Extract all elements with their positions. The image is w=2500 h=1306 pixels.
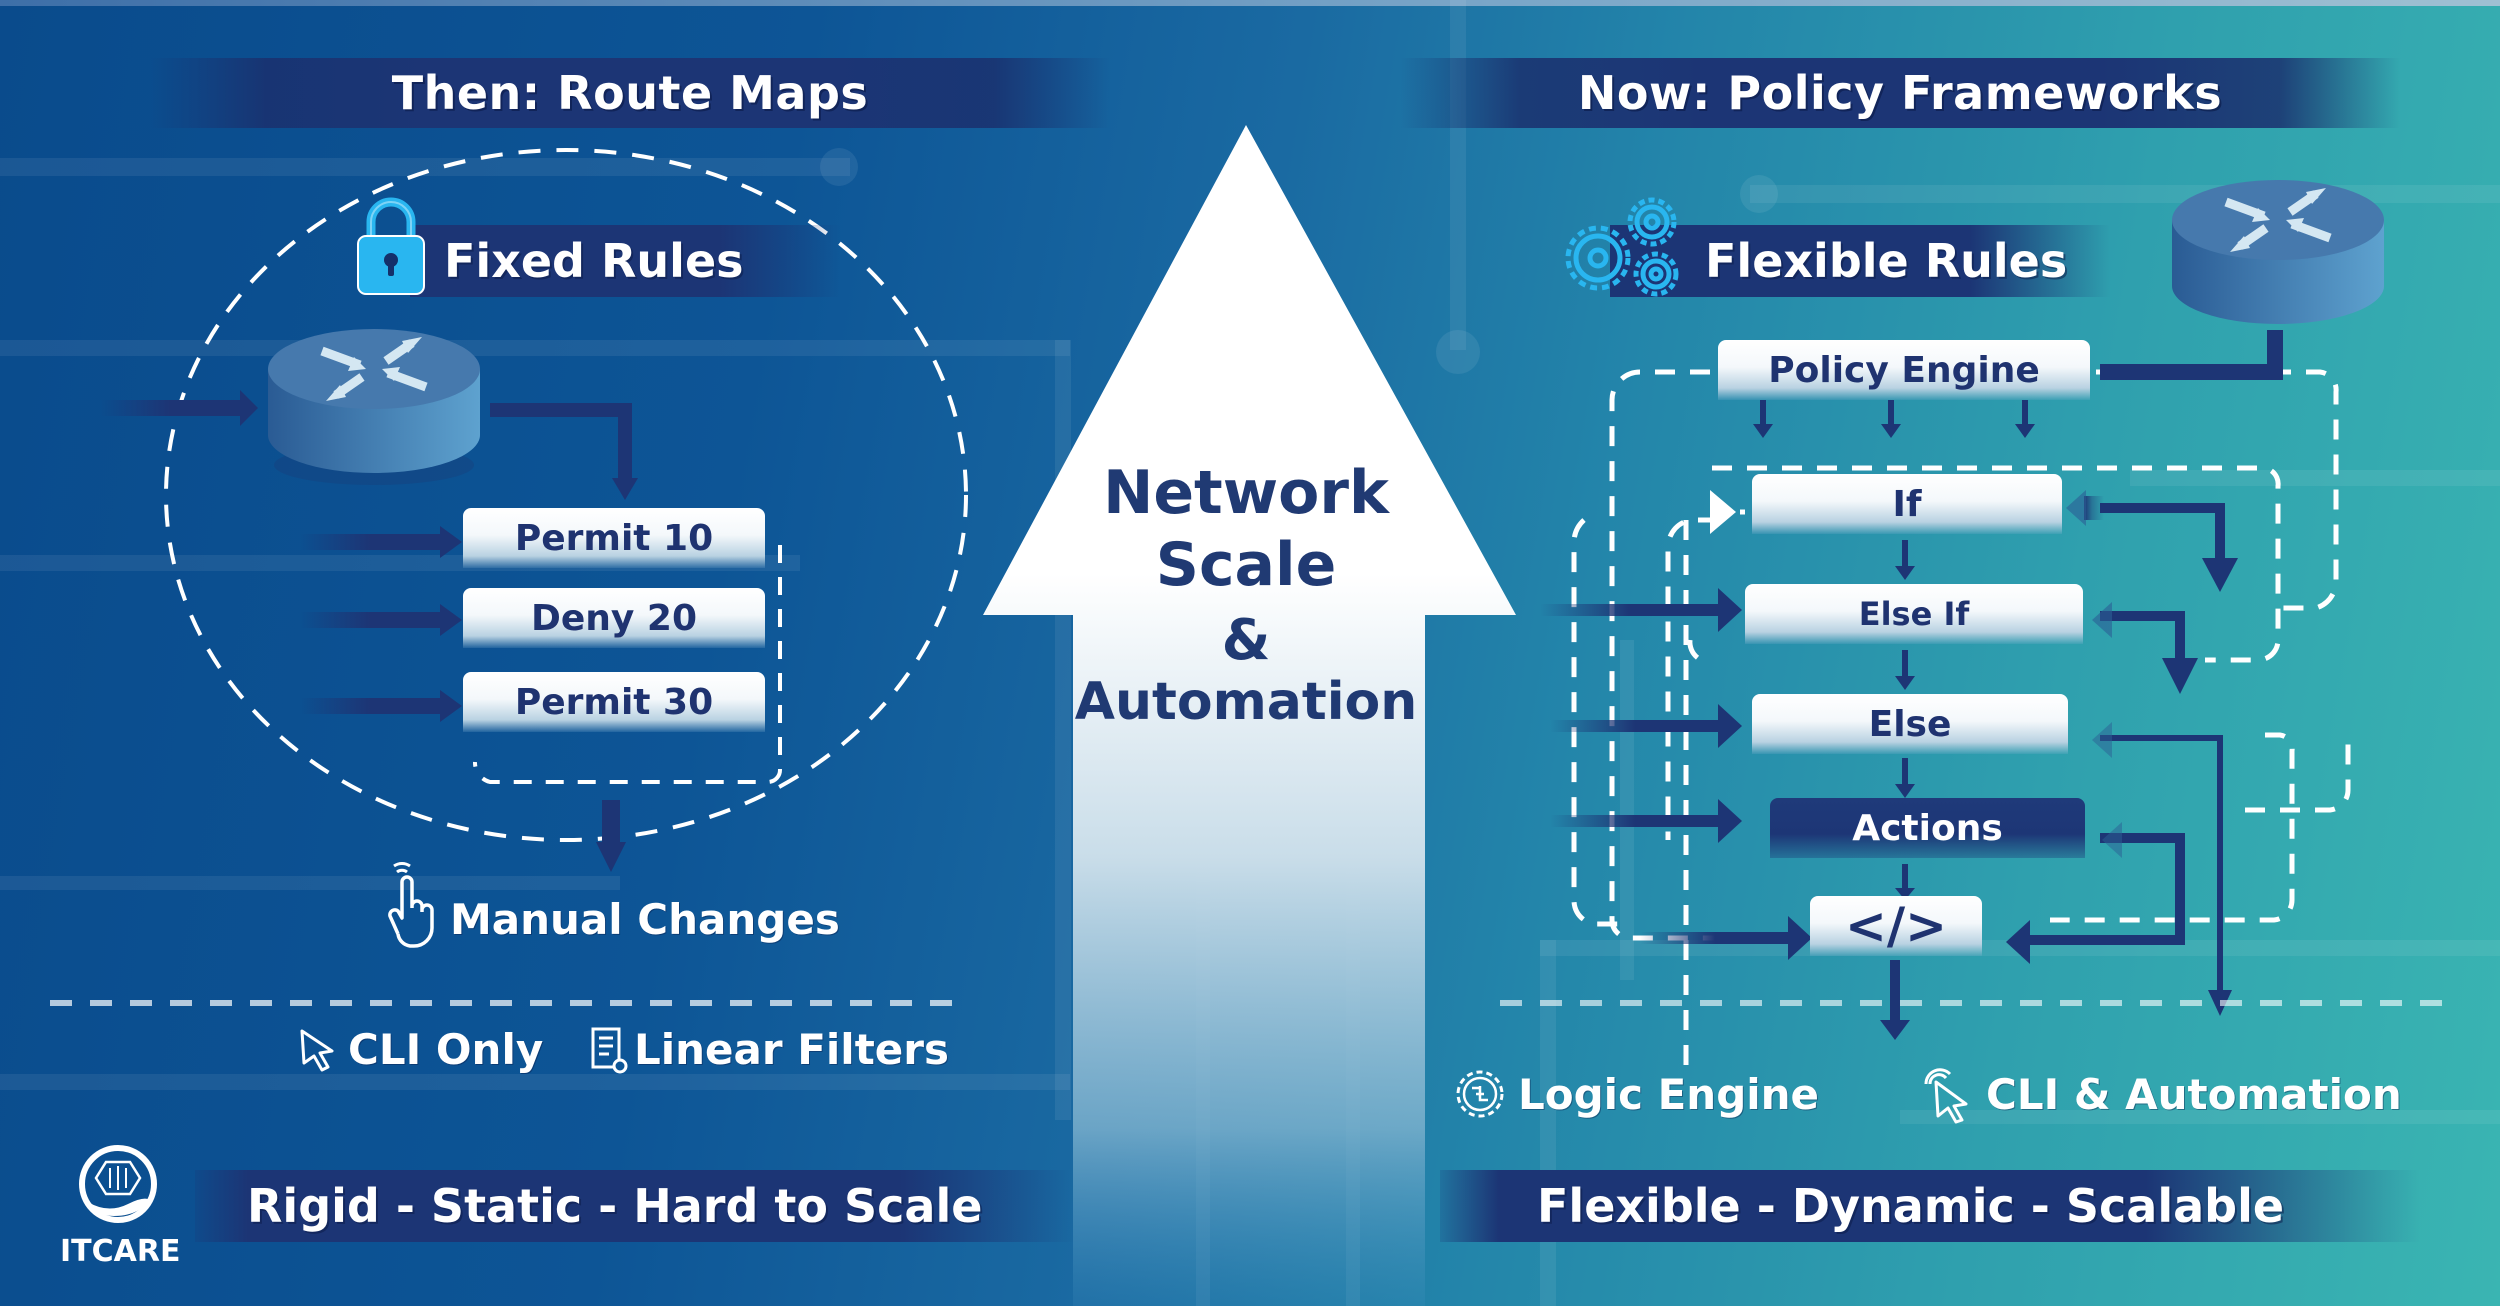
rule-permit-10: Permit 10: [463, 508, 765, 568]
lock-icon: [357, 197, 425, 295]
flexible-rules-banner: Flexible Rules: [1610, 225, 2110, 297]
left-title-banner: Then: Route Maps: [150, 58, 1110, 128]
feature-linear-filters-label: Linear Filters: [634, 1025, 949, 1074]
right-router-icon: [2172, 180, 2384, 324]
policy-engine-label: Policy Engine: [1768, 349, 2040, 391]
left-flow-arrows: [100, 390, 782, 872]
feature-linear-filters: Linear Filters: [590, 1025, 949, 1074]
code-icon: </>: [1844, 897, 1948, 955]
manual-changes: Manual Changes: [384, 860, 840, 950]
feature-logic-engine: Logic Engine: [1452, 1066, 1819, 1122]
feature-cli-only: CLI Only: [298, 1025, 543, 1074]
feature-logic-engine-label: Logic Engine: [1518, 1069, 1820, 1119]
itcare-logo: ITCARE: [58, 1142, 181, 1272]
arrow-label-ampersand: &: [1221, 608, 1271, 673]
flow-actions-box: Actions: [1770, 798, 2085, 858]
flow-else-box: Else: [1752, 694, 2068, 754]
rule-permit-10-label: Permit 10: [514, 517, 714, 559]
right-title: Now: Policy Frameworks: [1577, 66, 2223, 120]
flow-else-label: Else: [1868, 703, 1952, 745]
left-router-icon: [268, 329, 480, 485]
flow-if-label: If: [1892, 483, 1922, 525]
flexible-rules-label: Flexible Rules: [1705, 234, 2068, 288]
feature-cli-automation-label: CLI & Automation: [1986, 1069, 2402, 1119]
flow-actions-label: Actions: [1852, 807, 2003, 849]
top-strip: [0, 0, 2500, 6]
left-footer-text: Rigid - Static - Hard to Scale: [247, 1179, 983, 1233]
cursor-icon: [300, 1029, 334, 1071]
policy-engine-box: Policy Engine: [1718, 340, 2090, 400]
fixed-rules-label: Fixed Rules: [444, 234, 744, 288]
flow-else-if-box: Else If: [1745, 584, 2083, 644]
fixed-rules-banner: Fixed Rules: [410, 225, 840, 297]
left-footer-banner: Rigid - Static - Hard to Scale: [195, 1170, 1075, 1242]
manual-changes-label: Manual Changes: [450, 894, 840, 944]
arrow-label-scale: Scale: [1155, 530, 1337, 600]
flow-code-box: </>: [1810, 896, 1982, 956]
rule-permit-30: Permit 30: [463, 672, 765, 732]
left-separator: [50, 1000, 970, 1006]
left-dashed-boundary: [164, 148, 968, 842]
gears-icon: [1565, 197, 1679, 297]
right-footer-banner: Flexible - Dynamic - Scalable: [1440, 1170, 2420, 1242]
right-separator: [1500, 1000, 2450, 1006]
flow-if-box: If: [1752, 474, 2062, 534]
right-footer-text: Flexible - Dynamic - Scalable: [1537, 1179, 2285, 1233]
touch-hand-icon: [388, 861, 434, 948]
document-filter-icon: [591, 1027, 628, 1073]
rule-permit-30-label: Permit 30: [514, 681, 714, 723]
logic-gear-icon: [1456, 1070, 1504, 1118]
feature-cli-only-label: CLI Only: [348, 1025, 544, 1074]
rule-deny-20-label: Deny 20: [530, 597, 698, 639]
arrow-label-network: Network: [1103, 458, 1389, 528]
arrow-label-automation: Automation: [1074, 672, 1418, 732]
left-title: Then: Route Maps: [391, 66, 869, 120]
rule-deny-20: Deny 20: [463, 588, 765, 648]
itcare-logo-text: ITCARE: [60, 1234, 181, 1269]
feature-cli-automation: CLI & Automation: [1920, 1064, 2402, 1124]
right-title-banner: Now: Policy Frameworks: [1400, 58, 2400, 128]
flow-else-if-label: Else If: [1858, 595, 1970, 633]
click-cursor-icon: [1924, 1068, 1968, 1124]
itcare-logo-icon: [79, 1145, 157, 1223]
